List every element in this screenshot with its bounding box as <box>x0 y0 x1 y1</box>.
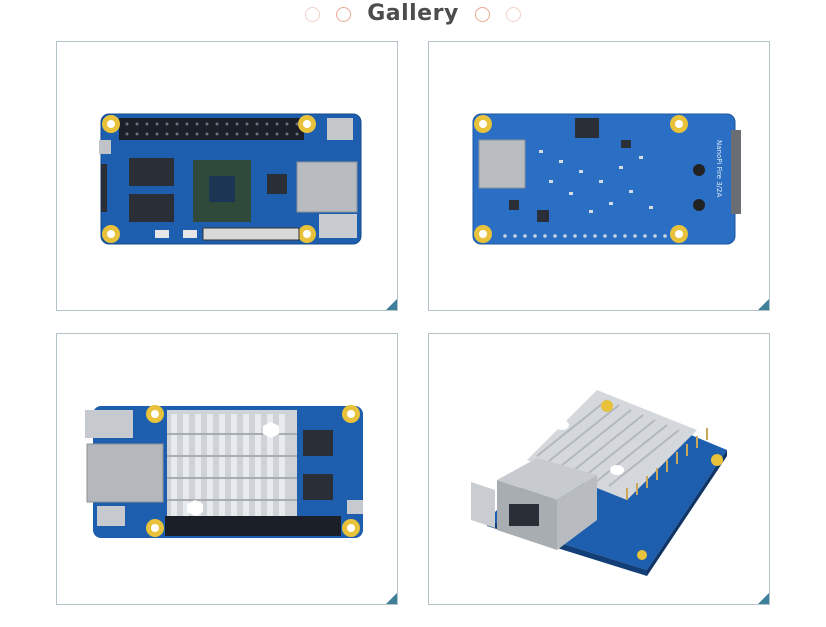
board-top-view-image <box>99 113 362 245</box>
gallery-item-top-left[interactable] <box>56 41 398 311</box>
frame-corner-accent <box>758 593 769 604</box>
frame-corner-accent <box>758 299 769 310</box>
gallery-item-bottom-left[interactable] <box>56 333 398 605</box>
decor-circle-icon <box>474 6 490 22</box>
frame-corner-accent <box>386 299 397 310</box>
gallery-title: Gallery <box>367 1 459 26</box>
gallery-header: Gallery <box>0 0 826 28</box>
board-angled-view-image <box>471 390 727 576</box>
decor-circle-icon <box>336 6 352 22</box>
gallery-item-bottom-right[interactable] <box>428 333 770 605</box>
frame-corner-accent <box>386 593 397 604</box>
board-heatsink-view-image <box>85 405 363 538</box>
board-bottom-view-image: NanoPi Fire 3/2A <box>472 113 741 245</box>
board-silkscreen-label: NanoPi Fire 3/2A <box>715 140 723 197</box>
gallery-item-top-right[interactable]: NanoPi Fire 3/2A <box>428 41 770 311</box>
decor-circle-icon <box>305 6 321 22</box>
decor-circle-icon <box>505 6 521 22</box>
